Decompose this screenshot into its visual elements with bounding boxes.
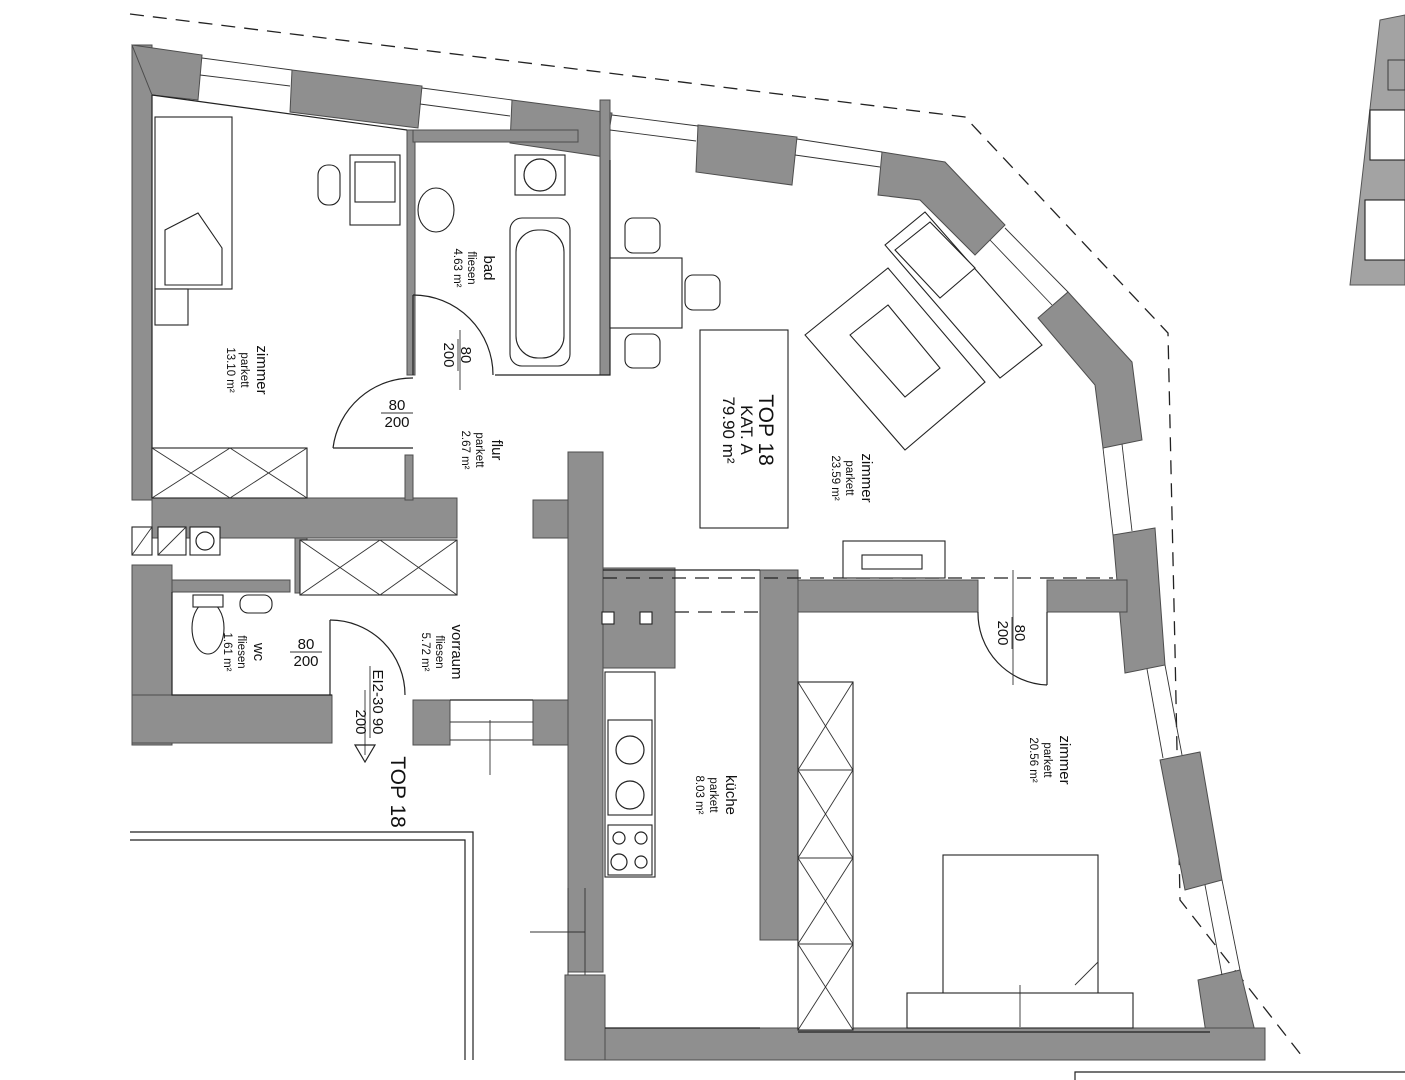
furniture [130, 116, 1134, 1060]
door-width: 80 [1011, 625, 1028, 642]
unit-name: TOP 18 [754, 394, 777, 466]
door-dim-entrance: EI2-30 90 200 [352, 666, 386, 738]
room-floor: parkett [843, 460, 855, 496]
room-name: zimmer [1056, 735, 1073, 784]
door-width: 90 [369, 718, 386, 735]
property-boundary [129, 13, 1306, 1061]
entrance-label: TOP 18 [386, 756, 409, 828]
room-label-flur: flur parkett 2.67 m² [459, 431, 505, 470]
room-area: 13.10 m² [224, 347, 236, 393]
entrance-unit-name: TOP 18 [386, 756, 409, 828]
unit-area: 79.90 m² [719, 396, 738, 463]
room-name: küche [722, 775, 739, 815]
door-dim-zimmer1: 80 200 [381, 397, 413, 431]
door-width: 80 [298, 636, 315, 653]
room-label-kueche: küche parkett 8.03 m² [693, 775, 739, 815]
room-floor: parkett [707, 777, 719, 813]
frame-line [1074, 1071, 1405, 1080]
room-name: zimmer [858, 453, 875, 502]
room-label-zimmer-1: zimmer parkett 13.10 m² [224, 345, 270, 394]
room-area: 4.63 m² [451, 249, 463, 288]
room-name: flur [488, 440, 505, 461]
key-plan [1349, 14, 1405, 286]
door-width: 80 [457, 347, 474, 364]
room-area: 8.03 m² [693, 776, 705, 815]
room-name: bad [480, 255, 497, 280]
room-area: 20.56 m² [1027, 737, 1039, 783]
door-dim-bad: 80 200 [440, 339, 474, 371]
door-width: 80 [389, 397, 406, 414]
room-floor: parkett [1041, 742, 1053, 778]
room-area: 2.67 m² [459, 431, 471, 470]
door-height: 200 [440, 342, 457, 367]
door-height: 200 [994, 620, 1011, 645]
room-name: zimmer [253, 345, 270, 394]
svg-text:EI2-30 90: EI2-30 90 [369, 669, 386, 734]
room-floor: fliesen [433, 635, 445, 668]
room-area: 23.59 m² [829, 455, 841, 501]
room-label-bad: bad fliesen 4.63 m² [451, 249, 497, 288]
door-height: 200 [384, 414, 409, 431]
room-floor: parkett [238, 352, 250, 388]
door-swings [329, 294, 1048, 764]
windows [199, 57, 1241, 976]
room-floor: parkett [473, 432, 485, 468]
door-dim-wc: 80 200 [290, 636, 322, 670]
room-name: wc [250, 642, 267, 662]
room-floor: fliesen [465, 251, 477, 284]
room-label-zimmer-2: zimmer parkett 23.59 m² [829, 453, 875, 502]
unit-category: KAT. A [737, 405, 756, 455]
room-area: 5.72 m² [419, 633, 431, 672]
unit-label: TOP 18 KAT. A 79.90 m² [719, 394, 777, 466]
door-height: 200 [352, 709, 369, 734]
room-floor: fliesen [235, 635, 247, 668]
room-area: 1.61 m² [221, 633, 233, 672]
room-label-wc: wc fliesen 1.61 m² [221, 633, 267, 672]
door-rating: EI2-30 [369, 669, 386, 713]
door-dim-zimmer3: 80 200 [994, 617, 1028, 649]
walls [131, 44, 1266, 1061]
room-label-vorraum: vorraum fliesen 5.72 m² [419, 624, 465, 679]
room-label-zimmer-3: zimmer parkett 20.56 m² [1027, 735, 1073, 784]
door-height: 200 [293, 653, 318, 670]
room-name: vorraum [448, 624, 465, 679]
